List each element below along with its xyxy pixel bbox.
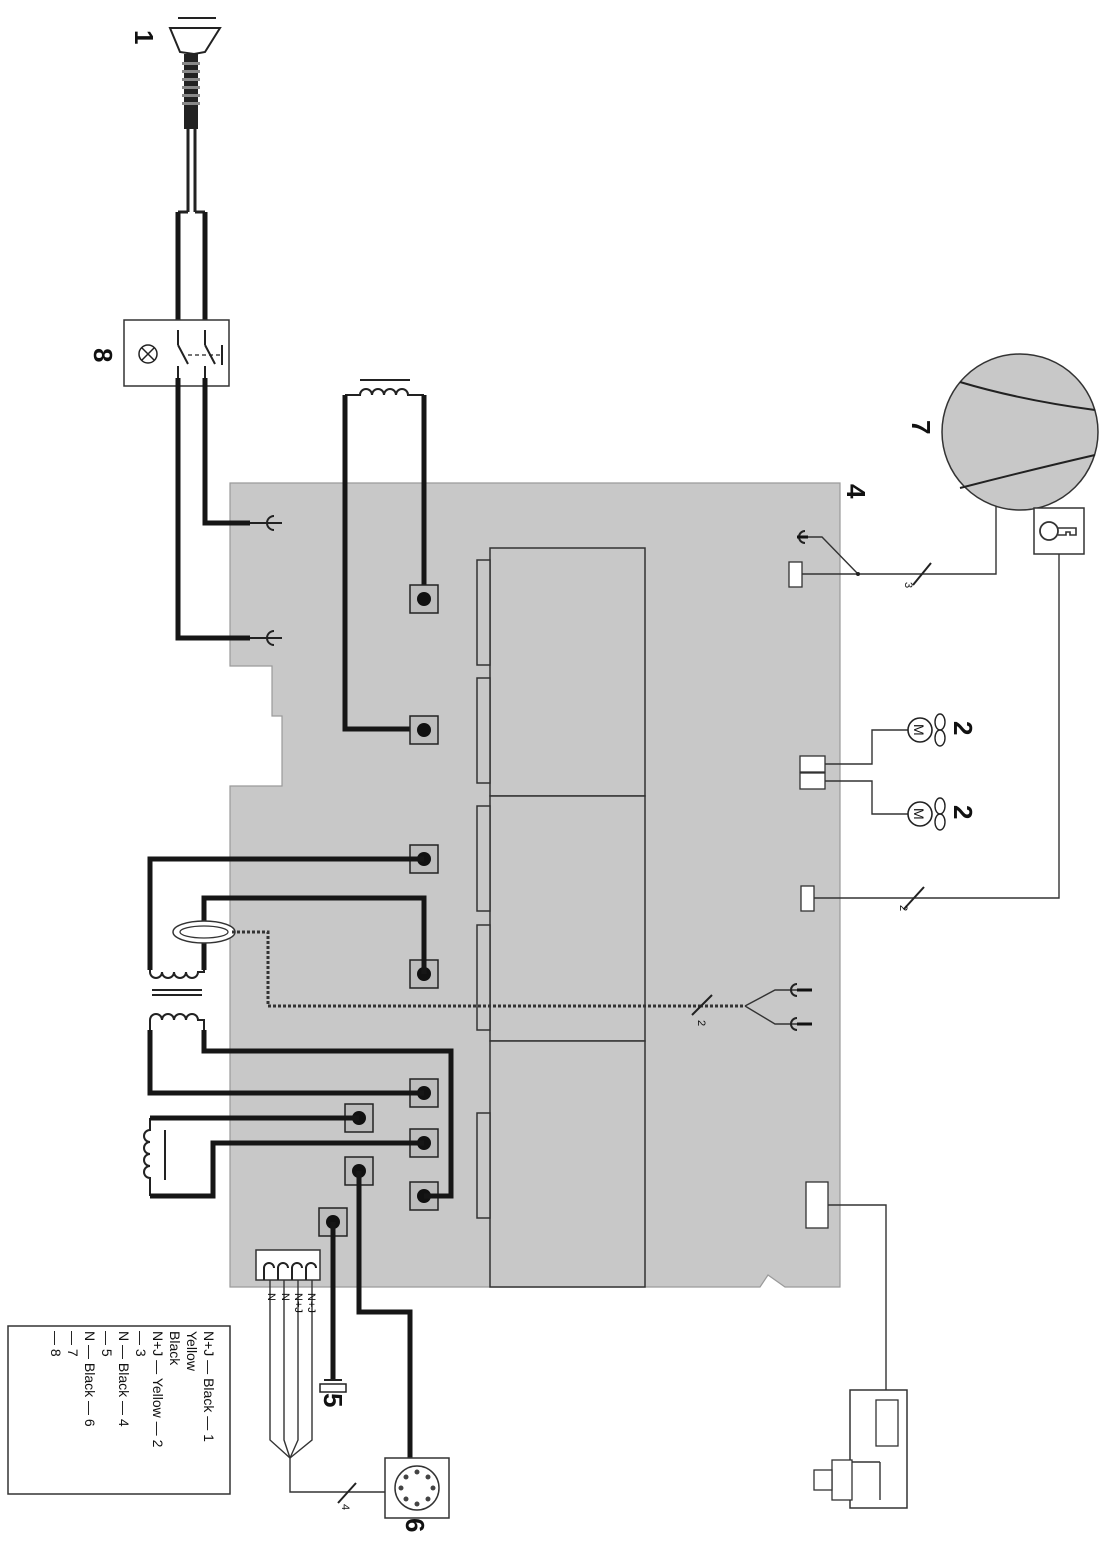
legend-row-2: Yellow xyxy=(184,1331,200,1372)
terminal-1 xyxy=(409,584,439,614)
compressor-wiring xyxy=(788,506,997,588)
wire-count-slash-sensor xyxy=(691,994,713,1016)
thermostat-connector xyxy=(805,1181,829,1229)
strip-label-3: N+J xyxy=(292,1293,304,1313)
wire-t7 xyxy=(201,1030,454,1199)
current-sensor-ring xyxy=(172,920,236,944)
top-heating-coil xyxy=(345,379,424,396)
legend-rows: N+J — Black — 1 Yellow Black N+J — Yello… xyxy=(48,1331,217,1448)
thermostat xyxy=(813,1389,908,1509)
label-plug: 1 xyxy=(129,30,159,44)
strip-label-1: N xyxy=(265,1293,277,1301)
wire-thermostat xyxy=(828,1204,887,1400)
bottom-heating-coil xyxy=(143,1118,166,1196)
legend-row-6: N — Black — 4 xyxy=(116,1331,132,1427)
label-fan-a: 2 xyxy=(948,721,978,735)
label-switch: 8 xyxy=(88,348,118,362)
legend-row-10: — 8 xyxy=(48,1331,64,1357)
wire-count-sensor: 2 xyxy=(695,1020,707,1026)
label-compressor: 7 xyxy=(906,420,936,434)
temperature-sensor xyxy=(319,1379,347,1393)
label-sensor: 5 xyxy=(318,1393,348,1407)
wire-switch-to-board-n xyxy=(202,378,250,526)
terminal-strip-wires xyxy=(269,1280,385,1504)
legend-box xyxy=(7,1325,231,1495)
main-switch xyxy=(123,319,230,387)
terminal-strip xyxy=(255,1249,321,1281)
lock-connector xyxy=(800,885,815,912)
fan-connectors xyxy=(799,729,908,815)
wire-t3 xyxy=(147,856,424,970)
wire-coil-top-b xyxy=(342,395,424,732)
thermostat-knob xyxy=(813,1469,833,1491)
fan-motor-a: M xyxy=(907,713,946,747)
strip-label-4: N+J xyxy=(305,1293,317,1313)
legend-row-7: — 5 xyxy=(99,1331,115,1357)
wire-switch-to-board-l xyxy=(175,378,250,641)
label-connector: 6 xyxy=(400,1518,430,1532)
wire-count-slash-lock xyxy=(903,886,925,910)
compressor xyxy=(941,353,1099,511)
legend-row-4: N+J — Yellow — 2 xyxy=(150,1331,166,1448)
wire-count-lock: 2 xyxy=(897,905,909,911)
fan-motor-b: M xyxy=(907,797,946,831)
wire-count-compressor: 3 xyxy=(902,582,914,588)
wire-t5 xyxy=(147,1030,424,1096)
terminal-2 xyxy=(409,715,439,745)
legend-row-9: — 7 xyxy=(65,1331,81,1357)
round-connector xyxy=(384,1457,450,1519)
wire-connector xyxy=(356,1171,413,1460)
relay-block-middle xyxy=(476,795,646,1042)
key-lock xyxy=(1033,507,1085,555)
relay-block-bottom xyxy=(476,1040,646,1288)
strip-label-2: N xyxy=(279,1293,291,1301)
relay-block-top xyxy=(476,547,646,797)
key-icon xyxy=(1039,521,1059,541)
transformer xyxy=(149,970,205,1030)
power-plug xyxy=(168,17,222,214)
fan-a-motor-symbol: M xyxy=(911,724,927,736)
sensor-plug-pair xyxy=(744,983,812,1031)
legend-row-5: — 3 xyxy=(133,1331,149,1357)
twisted-sensor-wire xyxy=(232,930,700,1008)
board-connector-mains-l xyxy=(250,630,282,646)
fan-b-motor-symbol: M xyxy=(911,808,927,820)
legend-row-8: N — Black — 6 xyxy=(82,1331,98,1427)
board-connector-mains-n xyxy=(250,515,282,531)
legend-row-1: N+J — Black — 1 xyxy=(201,1331,217,1442)
legend-row-3: Black xyxy=(167,1331,183,1366)
wire-key-lock xyxy=(814,554,1060,899)
wire-count-connector: 4 xyxy=(339,1504,351,1510)
label-control-board: 4 xyxy=(841,484,871,499)
label-fan-b: 2 xyxy=(948,805,978,819)
wire-coil-bottom-b xyxy=(150,1140,424,1199)
